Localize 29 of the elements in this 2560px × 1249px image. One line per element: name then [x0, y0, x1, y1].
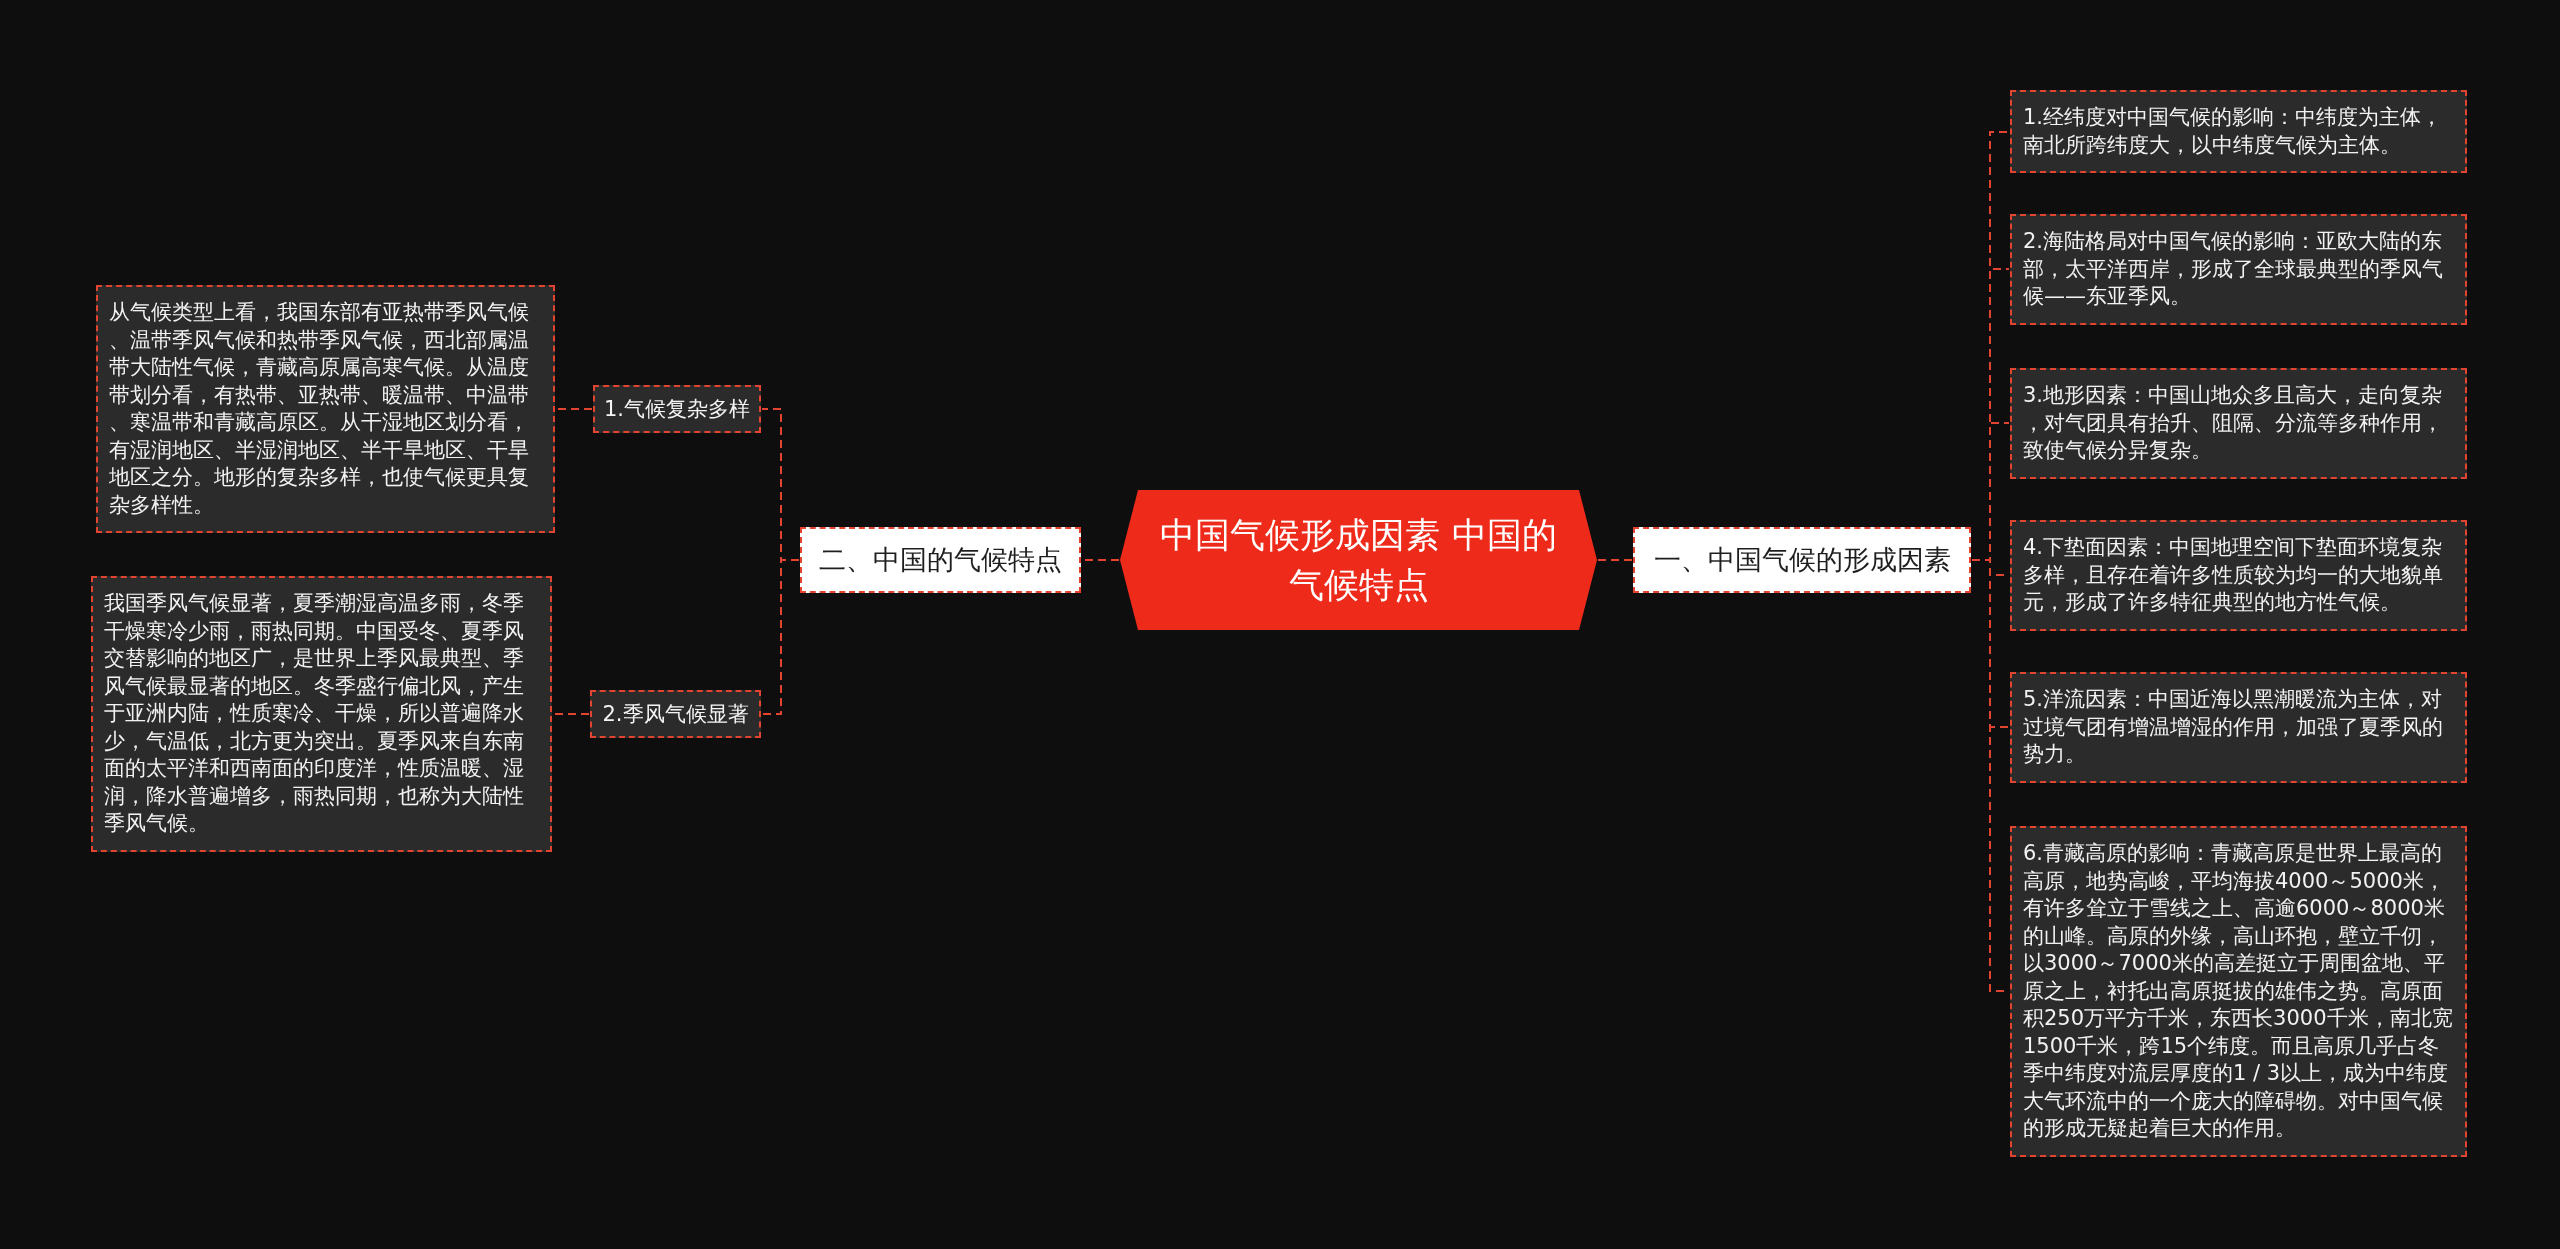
note-text: 5.洋流因素：中国近海以黑潮暖流为主体，对过境气团有增温增湿的作用，加强了夏季风的势力。: [2023, 686, 2444, 768]
branch-label: 二、中国的气候特点: [819, 543, 1062, 577]
branch-box: [1633, 527, 1971, 593]
note-text: 从气候类型上看，我国东部有亚热带季风气候、温带季风气候和热带季风气候，西北部属温带大陆性气候，青藏高原属高寒气候。从温度带划分看，有热带、亚热带、暖温带、中温带、寒温带和青藏高原区。从干湿地区划分看，有湿润地区、半湿润地区、半干旱地区、干旱地区之分。地形的复杂多样，也使气候更具复杂多样性。: [109, 299, 530, 519]
subtopic-label: 2.季风气候显著: [602, 701, 749, 728]
note-box: [2010, 90, 2467, 173]
connector-line: [555, 408, 593, 410]
subtopic-label: 1.气候复杂多样: [603, 396, 750, 423]
note-box: [2010, 672, 2467, 783]
central-topic: [1120, 490, 1597, 630]
note-box: [91, 576, 552, 852]
note-text: 6.青藏高原的影响：青藏高原是世界上最高的高原，地势高峻，平均海拔4000～5000米，有许多耸立于雪线之上、高逾6000～8000米的山峰。高原的外缘，高山环抱，壁立千仞，以3000～7000米的高差挺立于周围盆地、平原之上，衬托出高原挺拔的雄伟之势。高原面积250万平方千米，东西长3000千米，南北宽1500千米，跨15个纬度。而且高原几乎占冬季中纬度对流层厚度的1 / 3以上，成为中纬度大气环流中的一个庞大的障碍物。对中国气候的形成无疑起着巨大的作用。: [2023, 840, 2454, 1142]
branch-label: 一、中国气候的形成因素: [1653, 543, 1951, 577]
note-text: 3.地形因素：中国山地众多且高大，走向复杂，对气团具有抬升、阻隔、分流等多种作用，致使气候分异复杂。: [2023, 382, 2444, 464]
subtopic-box: [590, 690, 761, 738]
note-text: 4.下垫面因素：中国地理空间下垫面环境复杂多样，且存在着许多性质较为均一的大地貌单元，形成了许多特征典型的地方性气候。: [2023, 534, 2444, 616]
note-text: 1.经纬度对中国气候的影响：中纬度为主体，南北所跨纬度大，以中纬度气候为主体。: [2023, 104, 2444, 159]
note-box: [96, 285, 555, 533]
note-box: [2010, 520, 2467, 631]
note-box: [2010, 214, 2467, 325]
subtopic-box: [593, 385, 761, 433]
connector-line: [552, 713, 590, 715]
connector-line: [1597, 559, 1633, 561]
note-text: 我国季风气候显著，夏季潮湿高温多雨，冬季干燥寒冷少雨，雨热同期。中国受冬、夏季风交替影响的地区广，是世界上季风最典型、季风气候最显著的地区。冬季盛行偏北风，产生于亚洲内陆，性质寒冷、干燥，所以普遍降水少，气温低，北方更为突出。夏季风来自东南面的太平洋和西南面的印度洋，性质温暖、湿润，降水普遍增多，雨热同期，也称为大陆性季风气候。: [104, 590, 525, 837]
connector-line: [761, 559, 800, 715]
note-text: 2.海陆格局对中国气候的影响：亚欧大陆的东部，太平洋西岸，形成了全球最典型的季风气候——东亚季风。: [2023, 228, 2444, 310]
central-topic-text: 中国气候形成因素 中国的气候特点: [1159, 514, 1558, 607]
note-box: [2010, 368, 2467, 479]
branch-box: [800, 527, 1081, 593]
